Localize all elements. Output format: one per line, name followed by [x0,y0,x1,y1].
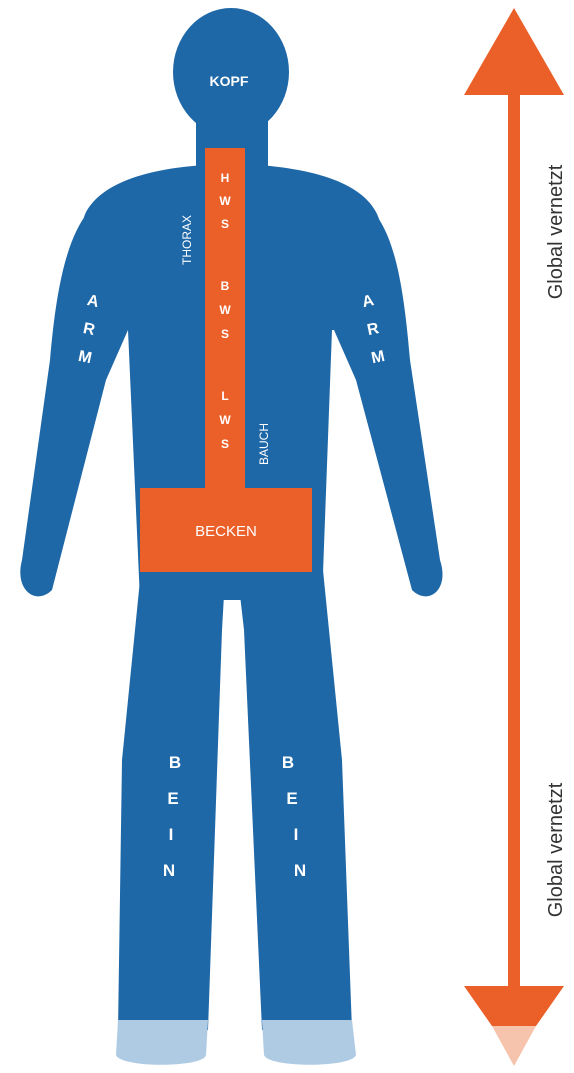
leg-letter: B [282,753,294,772]
leg-letter: E [286,789,297,808]
head [173,8,289,136]
leg-letter: N [294,861,306,880]
spine-letter: L [221,389,228,403]
arrow-shaft [508,92,520,990]
right-arm [334,212,443,596]
head-label: KOPF [210,73,249,89]
left-foot [116,1020,208,1065]
thorax-label: THORAX [180,215,194,265]
spine-letter: W [219,413,231,427]
spine-letter: H [221,171,230,185]
spine-letter: W [219,303,231,317]
leg-letter: E [167,789,178,808]
arrow-label-bottom: Global vernetzt [545,782,567,917]
leg-letter: N [163,861,175,880]
spine-letter: S [221,217,229,231]
leg-letter: I [169,825,174,844]
spine-letter: B [221,279,230,293]
left-arm [20,212,128,596]
spine-letter: S [221,327,229,341]
arrow-head-bottom [464,986,564,1026]
leg-letter: B [169,753,181,772]
arrow-label-top: Global vernetzt [545,164,567,299]
spine-letter: W [219,194,231,208]
pelvis-label: BECKEN [195,523,257,540]
abdomen-label: BAUCH [257,423,271,465]
leg-letter: I [294,825,299,844]
spine-letter: S [221,437,229,451]
arrow-head-top [464,8,564,95]
arrow-tip-bottom [492,1026,536,1066]
right-foot [262,1020,356,1065]
